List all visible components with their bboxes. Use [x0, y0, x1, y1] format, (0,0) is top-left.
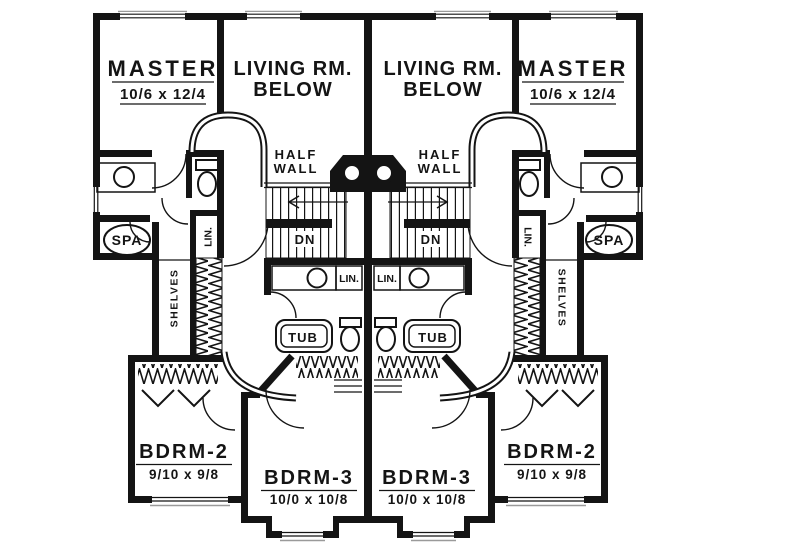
room-dims-bdrm2-right: 9/10 x 9/8 — [517, 467, 587, 482]
annotation-half-wall-left-line2: WALL — [274, 161, 319, 176]
annotation-dn-left: DN — [295, 232, 316, 247]
spa-tub — [103, 224, 151, 256]
annotation-spa-left: SPA — [112, 232, 143, 248]
room-dims-bdrm3-right: 10/0 x 10/8 — [388, 492, 467, 507]
linen-cabinet — [335, 265, 363, 291]
room-label-living-right-line2: BELOW — [403, 79, 482, 101]
stair-direction-arrow — [287, 195, 300, 209]
room-dims-bdrm3-left: 10/0 x 10/8 — [270, 492, 349, 507]
annotation-lin-bath-left: LIN. — [339, 273, 359, 285]
room-label-master-right: MASTER — [518, 56, 629, 81]
annotation-lin-stair-right: LIN. — [521, 227, 533, 247]
annotation-half-wall-left-line1: HALF — [275, 147, 318, 162]
annotation-shelves-right: SHELVES — [555, 269, 567, 328]
post-column — [341, 162, 363, 184]
annotation-lin-stair-left: LIN. — [203, 227, 215, 247]
toilet-tank — [339, 317, 362, 328]
unit-left-geometry — [92, 10, 368, 542]
bifold-door — [177, 389, 211, 408]
annotation-dn-right: DN — [421, 232, 442, 247]
room-label-bdrm3-right: BDRM-3 — [382, 467, 472, 489]
room-dims-bdrm2-left: 9/10 x 9/8 — [149, 467, 219, 482]
sink-basin — [113, 166, 135, 188]
toilet-tank — [195, 159, 219, 171]
post-column — [373, 162, 395, 184]
annotation-half-wall-right-line2: WALL — [418, 161, 463, 176]
sink-basin — [306, 267, 328, 289]
windows — [92, 10, 325, 542]
bathtub — [275, 319, 333, 353]
closets — [138, 257, 362, 408]
annotation-half-wall-right-line1: HALF — [419, 147, 462, 162]
annotation-tub-left: TUB — [288, 330, 318, 345]
room-label-bdrm3-left: BDRM-3 — [264, 467, 354, 489]
fixtures — [96, 159, 363, 353]
vanity-counter — [96, 162, 156, 193]
toilet-bowl — [197, 171, 217, 197]
annotation-spa-right: SPA — [594, 232, 625, 248]
labels-right-unit: MASTER 10/6 x 12/4 LIVING RM. BELOW HALF… — [377, 56, 629, 507]
room-label-living-right-line1: LIVING RM. — [384, 58, 503, 80]
bathtub-inner — [280, 324, 328, 348]
room-label-living-left-line1: LIVING RM. — [234, 58, 353, 80]
room-dims-master-right: 10/6 x 12/4 — [530, 86, 616, 103]
labels-left-unit: MASTER 10/6 x 12/4 LIVING RM. BELOW HALF… — [108, 56, 359, 507]
bifold-door — [141, 389, 175, 408]
room-label-master-left: MASTER — [108, 56, 219, 81]
room-label-living-left-line2: BELOW — [253, 79, 332, 101]
room-dims-master-left: 10/6 x 12/4 — [120, 86, 206, 103]
annotation-shelves-left: SHELVES — [169, 269, 181, 328]
room-label-bdrm2-right: BDRM-2 — [507, 441, 597, 463]
room-label-bdrm2-left: BDRM-2 — [139, 441, 229, 463]
annotation-tub-right: TUB — [418, 330, 448, 345]
annotation-lin-bath-right: LIN. — [377, 273, 397, 285]
toilet-bowl — [340, 326, 360, 352]
staircase — [265, 186, 348, 259]
door-swings — [129, 153, 305, 431]
center-posts — [330, 155, 406, 192]
